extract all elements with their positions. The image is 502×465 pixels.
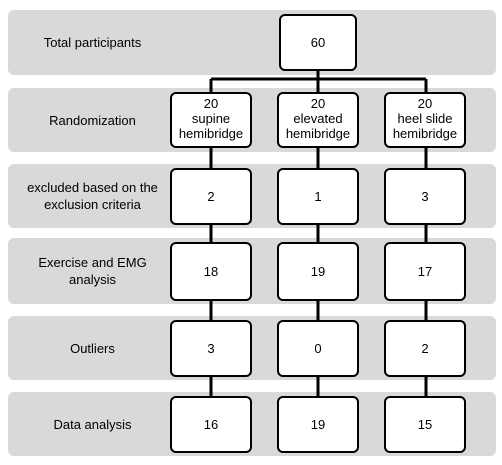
arm-count: 20 bbox=[203, 96, 219, 111]
stage-label-randomization: Randomization bbox=[49, 112, 136, 128]
stage-label-data-analysis: Data analysis bbox=[53, 416, 132, 432]
exercise-box-elevated: 19 bbox=[277, 242, 359, 301]
stage-label-exercise: Exercise and EMG analysis bbox=[38, 255, 147, 287]
stage-label-total: Total participants bbox=[43, 35, 142, 50]
arm-name: heel slide hemibridge bbox=[392, 111, 458, 141]
data-analysis-box-heel-slide: 15 bbox=[384, 396, 466, 453]
exercise-box-supine: 18 bbox=[170, 242, 252, 301]
outliers-box-supine: 3 bbox=[170, 320, 252, 377]
arm-name: supine hemibridge bbox=[178, 111, 244, 141]
excluded-box-supine: 2 bbox=[170, 168, 252, 225]
arm-box-heel-slide: 20 heel slide hemibridge bbox=[384, 92, 466, 148]
outliers-box-elevated: 0 bbox=[277, 320, 359, 377]
outliers-box-heel-slide: 2 bbox=[384, 320, 466, 377]
arm-count: 20 bbox=[417, 96, 433, 111]
stage-label-outliers: Outliers bbox=[70, 340, 115, 356]
arm-box-elevated: 20 elevated hemibridge bbox=[277, 92, 359, 148]
arm-name: elevated hemibridge bbox=[285, 111, 351, 141]
arm-count: 20 bbox=[310, 96, 326, 111]
exercise-box-heel-slide: 17 bbox=[384, 242, 466, 301]
total-participants-box: 60 bbox=[279, 14, 357, 71]
arm-box-supine: 20 supine hemibridge bbox=[170, 92, 252, 148]
data-analysis-box-supine: 16 bbox=[170, 396, 252, 453]
excluded-box-elevated: 1 bbox=[277, 168, 359, 225]
excluded-box-heel-slide: 3 bbox=[384, 168, 466, 225]
stage-band-total bbox=[8, 10, 496, 75]
data-analysis-box-elevated: 19 bbox=[277, 396, 359, 453]
stage-label-excluded: excluded based on the exclusion criteria bbox=[27, 180, 158, 212]
